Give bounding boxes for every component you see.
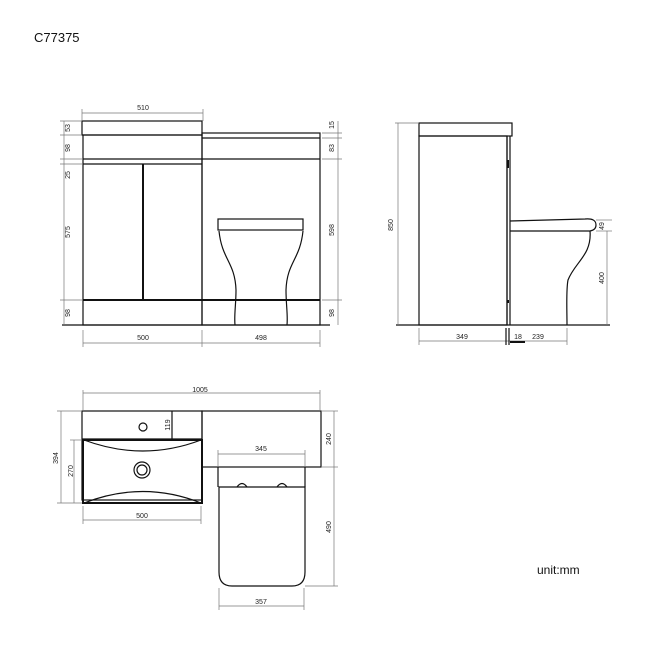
dim-seat-width: 345 — [255, 446, 267, 453]
dim-total-width: 1005 — [192, 387, 208, 394]
wc-unit — [201, 132, 321, 326]
toilet-seat-front — [217, 218, 304, 231]
bowl-top-curve — [83, 439, 202, 452]
dim-pan-projection: 239 — [532, 334, 544, 341]
dim-pan-length: 490 — [326, 521, 333, 533]
basin-bowl — [82, 439, 203, 504]
waste-outer — [133, 461, 151, 479]
toilet-pan-front — [218, 230, 304, 326]
unit-label: unit:mm — [537, 563, 580, 577]
dim-cistern-panel: 83 — [329, 144, 336, 152]
dim-bowl-width: 500 — [136, 513, 148, 520]
dim-wc-width: 498 — [255, 335, 267, 342]
basin-top-plan — [81, 410, 203, 501]
dim-bowl-depth: 270 — [68, 465, 75, 477]
dim-plinth-right: 98 — [329, 309, 336, 317]
front-view: 53 98 25 575 98 510 15 83 598 98 500 498 — [60, 105, 342, 347]
waste-inner — [136, 464, 148, 476]
side-unit — [418, 135, 508, 326]
wc-top-plan — [201, 410, 322, 468]
toilet-seat-side — [509, 218, 597, 232]
dim-basin-top: 53 — [65, 124, 72, 132]
bowl-bottom-curve — [83, 490, 202, 504]
dim-wc-top-depth: 240 — [326, 433, 333, 445]
dim-vanity-width: 500 — [137, 335, 149, 342]
dim-tap-deck: 119 — [165, 419, 172, 430]
hinges — [236, 482, 288, 488]
toilet-pan-side — [566, 230, 591, 326]
dim-unit-depth: 349 — [456, 334, 468, 341]
dim-gap: 25 — [65, 171, 72, 179]
dim-basin-width: 510 — [137, 105, 149, 112]
dim-pan-width: 357 — [255, 599, 267, 606]
dim-seat-thickness: 49 — [599, 222, 606, 230]
dim-door: 575 — [65, 226, 72, 238]
dim-top-rail: 98 — [65, 144, 72, 152]
dim-cistern-top: 15 — [329, 121, 336, 129]
dim-plinth-left: 98 — [65, 309, 72, 317]
product-code: C77375 — [34, 30, 80, 45]
toilet-seat-plan — [218, 486, 306, 587]
side-top — [418, 122, 513, 137]
top-view: 1005 119 394 270 500 345 240 490 357 — [53, 387, 338, 610]
dim-basin-depth: 394 — [53, 452, 60, 464]
side-view: 850 49 400 349 18 239 — [388, 122, 612, 345]
tap-hole — [138, 422, 148, 432]
basin-top — [81, 120, 203, 136]
dim-total-height: 850 — [388, 219, 395, 231]
dim-wc-unit: 598 — [329, 224, 336, 236]
dim-pan-height: 400 — [599, 272, 606, 284]
dim-gap: 18 — [514, 334, 522, 341]
